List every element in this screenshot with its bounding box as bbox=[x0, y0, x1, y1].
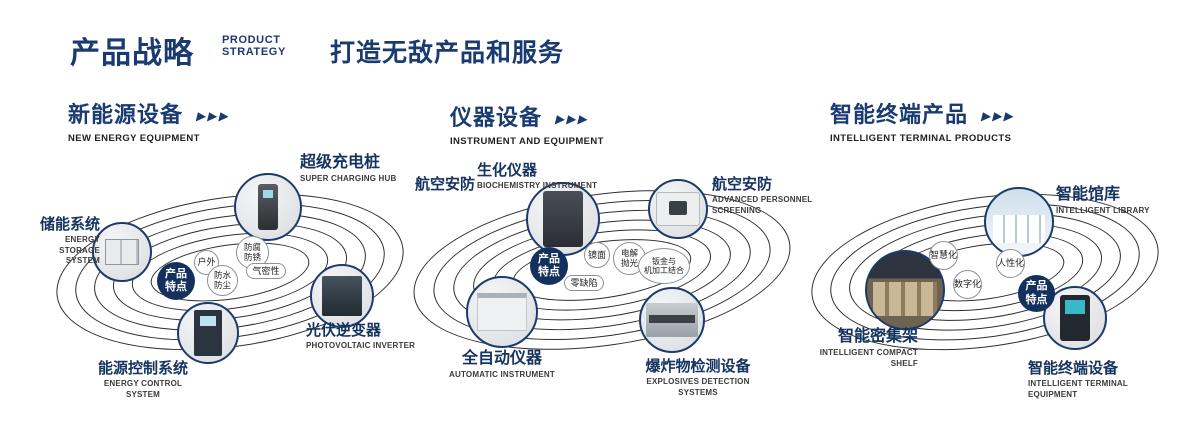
storage-cabinet-graphic bbox=[105, 239, 139, 265]
label-biochemistry-instrument: 生化仪器 BIOCHEMISTRY INSTRUMENT bbox=[477, 162, 598, 191]
automatic-instrument-graphic bbox=[477, 293, 527, 331]
detection-machine-graphic bbox=[646, 303, 698, 337]
screening-slot-graphic bbox=[669, 201, 687, 215]
feature-tag: 零缺陷 bbox=[564, 275, 604, 291]
photo-super-charging-hub bbox=[234, 173, 302, 241]
photo-energy-storage-system bbox=[92, 222, 152, 282]
section-subtitle-terminal: INTELLIGENT TERMINAL PRODUCTS bbox=[830, 133, 1012, 144]
library-shelves-graphic bbox=[993, 215, 1045, 243]
photo-automatic-instrument bbox=[466, 276, 538, 348]
label-photovoltaic-inverter: 光伏逆变器 PHOTOVOLTAIC INVERTER bbox=[306, 322, 416, 351]
compact-shelf-graphic bbox=[873, 282, 937, 316]
page-title: 产品战略 bbox=[70, 37, 194, 70]
charging-pile-screen-graphic bbox=[263, 190, 273, 198]
control-screen-graphic bbox=[200, 316, 216, 326]
section-subtitle-instrument: INSTRUMENT AND EQUIPMENT bbox=[450, 136, 604, 147]
feature-tag: 人性化 bbox=[996, 249, 1025, 278]
triple-arrow-icon: ▶▶▶ bbox=[195, 109, 233, 123]
label-intelligent-terminal: 智能终端设备 INTELLIGENT TERMINAL EQUIPMENT bbox=[1028, 360, 1128, 399]
photo-explosives-detection bbox=[639, 287, 705, 353]
label-energy-storage-system: 储能系统 ENERGY STORAGE SYSTEM bbox=[39, 216, 100, 266]
screening-machine-graphic bbox=[656, 192, 700, 226]
photo-energy-control-system bbox=[177, 302, 239, 364]
label-automatic-instrument: 全自动仪器 AUTOMATIC INSTRUMENT bbox=[449, 350, 555, 380]
product-features-badge: 产品 特点 bbox=[1018, 275, 1055, 312]
section-title-terminal: 智能终端产品 bbox=[830, 102, 969, 127]
label-intelligent-compact-shelf: 智能密集架 INTELLIGENT COMPACT SHELF bbox=[819, 328, 918, 368]
feature-tag: 智慧化 bbox=[929, 241, 958, 270]
label-personnel-screening: 航空安防 ADVANCED PERSONNEL SCREENING bbox=[712, 176, 813, 215]
triple-arrow-icon: ▶▶▶ bbox=[980, 109, 1018, 123]
feature-tag: 数字化 bbox=[953, 270, 982, 299]
product-features-badge: 产品 特点 bbox=[157, 262, 195, 300]
section-subtitle-new-energy: NEW ENERGY EQUIPMENT bbox=[68, 133, 200, 144]
section-title-new-energy: 新能源设备 bbox=[68, 102, 184, 127]
triple-arrow-icon: ▶▶▶ bbox=[554, 112, 592, 126]
terminal-kiosk-graphic bbox=[1060, 295, 1090, 341]
photo-intelligent-library bbox=[984, 187, 1054, 257]
biochem-cabinet-graphic bbox=[543, 191, 583, 247]
label-explosives-detection: 爆炸物检测设备 EXPLOSIVES DETECTION SYSTEMS bbox=[645, 358, 751, 397]
section-header-terminal: 智能终端产品 ▶▶▶ INTELLIGENT TERMINAL PRODUCTS bbox=[830, 97, 1018, 144]
charging-pile-graphic bbox=[258, 184, 278, 230]
label-energy-control-system: 能源控制系统 ENERGY CONTROL SYSTEM bbox=[97, 360, 188, 399]
section-header-new-energy: 新能源设备 ▶▶▶ NEW ENERGY EQUIPMENT bbox=[68, 97, 233, 144]
feature-tag: 钣金与 机加工结合 bbox=[638, 248, 690, 284]
section-header-instrument: 仪器设备 ▶▶▶ INSTRUMENT AND EQUIPMENT bbox=[450, 100, 604, 147]
control-cabinet-graphic bbox=[194, 310, 222, 356]
feature-tag: 气密性 bbox=[246, 263, 286, 279]
inverter-cabinet-graphic bbox=[322, 276, 362, 316]
conveyor-graphic bbox=[649, 315, 695, 323]
feature-tag: 镜面 bbox=[584, 242, 610, 268]
photo-photovoltaic-inverter bbox=[310, 264, 374, 328]
product-features-badge: 产品 特点 bbox=[530, 247, 568, 285]
section-title-instrument: 仪器设备 bbox=[450, 105, 543, 130]
kiosk-screen-graphic bbox=[1065, 300, 1085, 314]
slogan: 打造无敌产品和服务 bbox=[330, 39, 565, 67]
photo-personnel-screening bbox=[648, 179, 708, 239]
label-aviation-security-left: 航空安防 bbox=[415, 176, 476, 193]
page-subtitle: PRODUCT STRATEGY bbox=[222, 34, 286, 58]
label-intelligent-library: 智能馆库 INTELLIGENT LIBRARY bbox=[1056, 186, 1150, 216]
feature-tag: 防水 防尘 bbox=[207, 265, 238, 296]
label-super-charging-hub: 超级充电桩 SUPER CHARGING HUB bbox=[300, 154, 397, 184]
